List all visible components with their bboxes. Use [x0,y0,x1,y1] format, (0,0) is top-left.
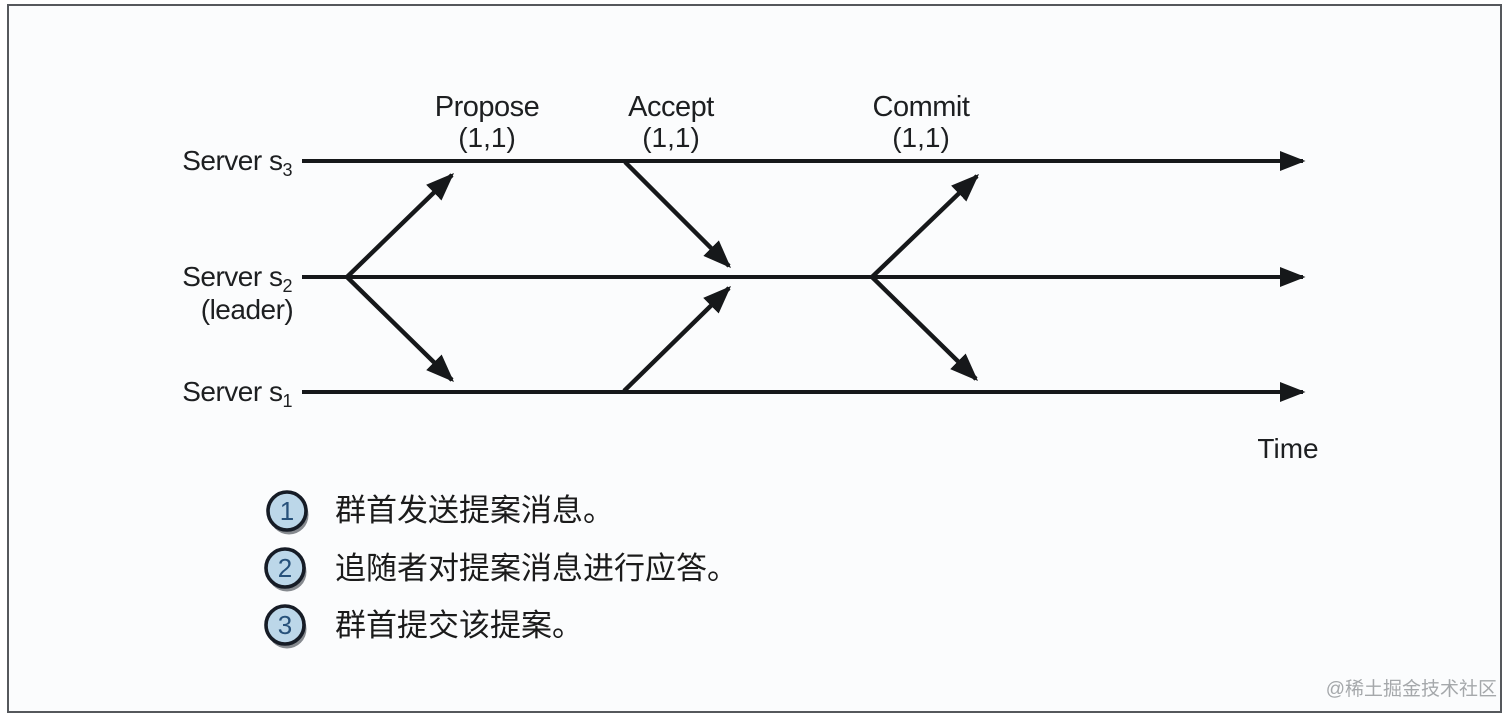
commit-arrow-leader-to-s1 [870,275,979,381]
phase-commit-label: Commit [873,91,970,123]
phase-accept-label: Accept [628,91,714,123]
accept-arrow-s3-to-leader [623,160,731,268]
legend-item-1-text: 群首发送提案消息。 [335,493,614,528]
legend-badge-3-number: 3 [278,610,292,640]
legend-badge-2-number: 2 [278,553,292,583]
timelines [302,151,1306,402]
propose-arrow-leader-to-s3 [345,173,455,279]
server-s2-role: (leader) [201,294,293,325]
server-s1-label: Server s1 [182,376,292,411]
legend-badge-1-icon [266,490,308,532]
legend-item-3: 3 群首提交该提案。 [264,604,583,649]
accept-arrow-s1-to-leader [622,286,732,393]
server-s3-label: Server s3 [182,145,292,180]
time-axis-label: Time [1257,433,1318,464]
watermark: @稀土掘金技术社区 [1326,678,1497,700]
legend: 1 群首发送提案消息。 2 追随者对提案消息进行应答。 3 群首提交该提案。 [264,490,738,649]
legend-item-2: 2 追随者对提案消息进行应答。 [264,547,738,592]
server-s2-label: Server s2 [182,261,292,296]
server-labels: Server s3 Server s2 (leader) Server s1 [182,145,294,411]
legend-item-1: 1 群首发送提案消息。 [266,490,614,535]
phase-labels: Propose (1,1) Accept (1,1) Commit (1,1) [435,91,971,153]
figure-frame [7,4,1502,713]
phase-commit-id: (1,1) [892,122,950,153]
legend-badge-1-number: 1 [280,496,294,526]
legend-item-2-text: 追随者对提案消息进行应答。 [335,551,738,586]
phase-propose-id: (1,1) [458,122,516,153]
commit-arrow-leader-to-s3 [870,174,980,279]
legend-badge-3-icon [264,604,306,646]
legend-badge-2-icon [264,547,306,589]
phase-propose-label: Propose [435,91,540,123]
message-arrows [345,160,980,393]
legend-item-3-text: 群首提交该提案。 [335,608,583,643]
phase-accept-id: (1,1) [642,122,700,153]
propose-arrow-leader-to-s1 [345,275,455,382]
